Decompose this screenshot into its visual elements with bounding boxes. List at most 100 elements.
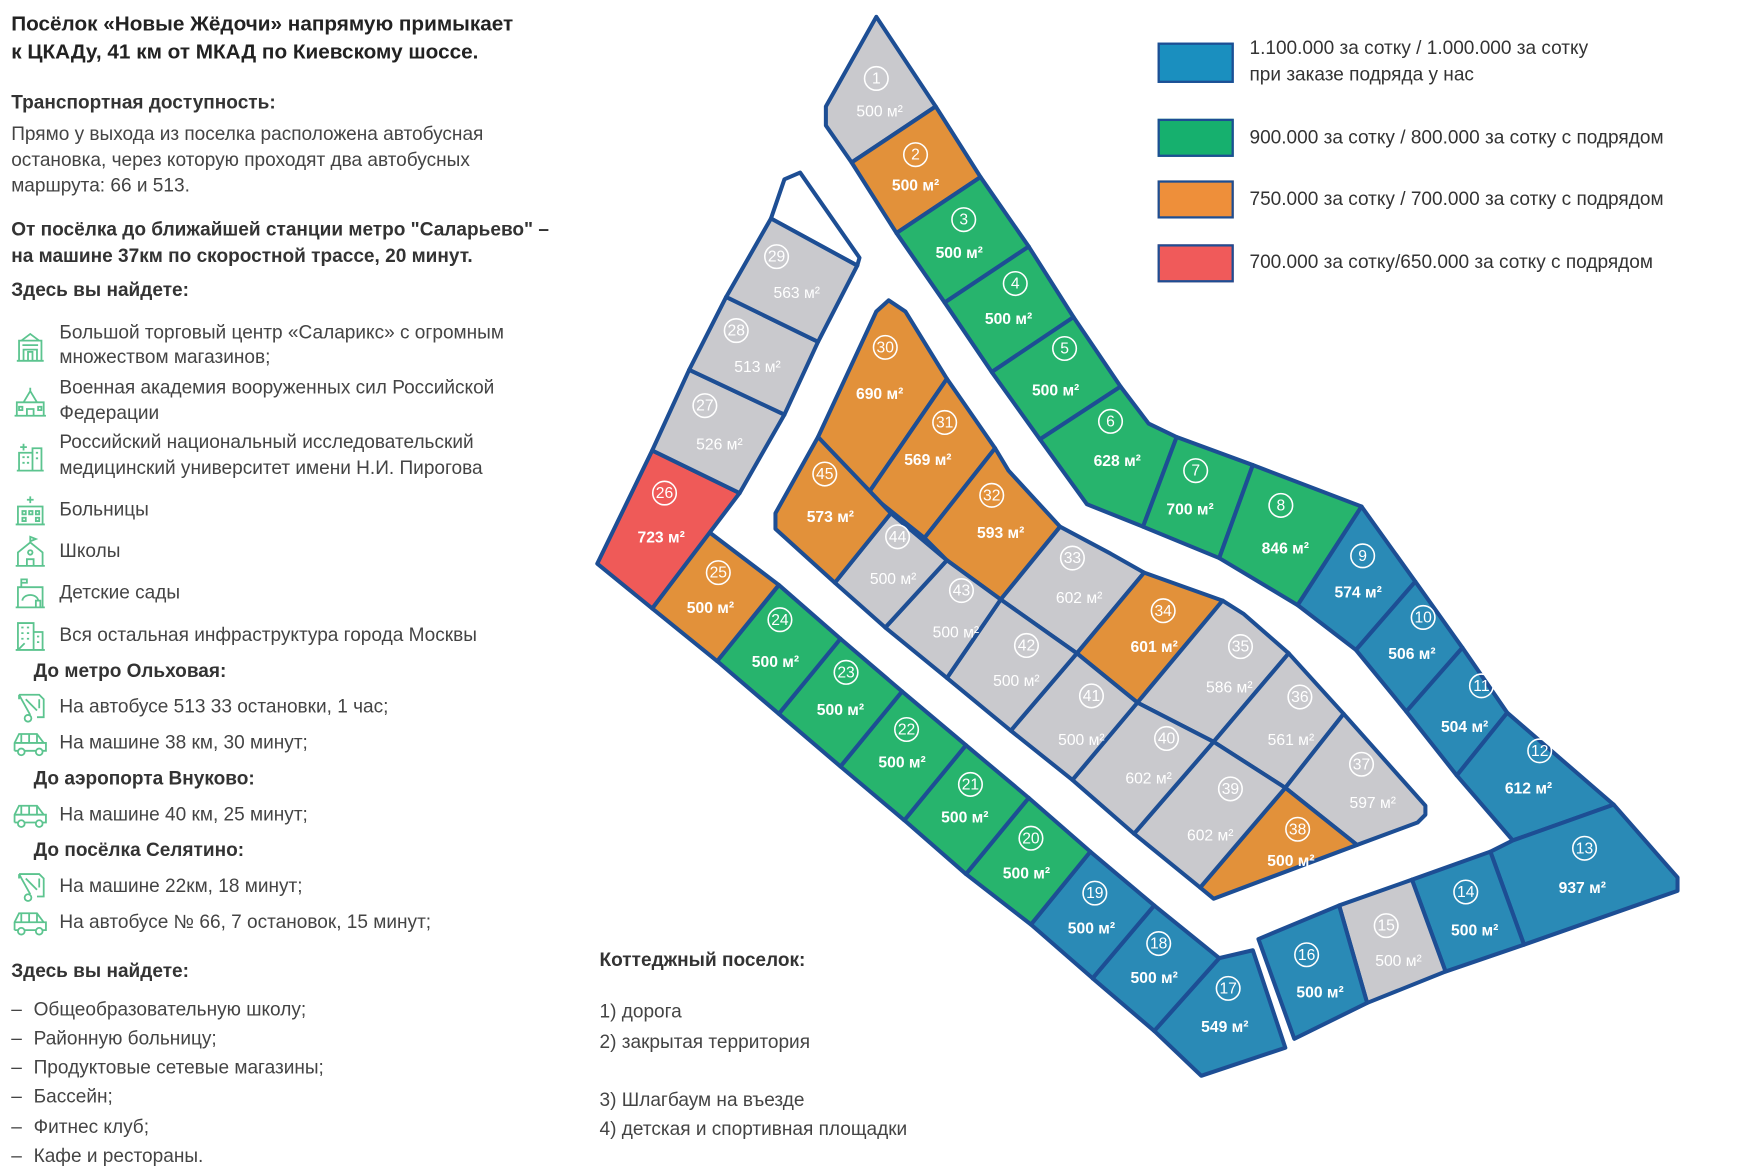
lot-16[interactable]: 16 500 м² xyxy=(1256,903,1370,1041)
route-heading: До аэропорта Внуково: xyxy=(33,767,255,789)
legend-label: 900.000 за сотку / 800.000 за сотку с по… xyxy=(1249,126,1664,148)
lot-number: 14 xyxy=(1457,884,1475,901)
route-item: На автобусе № 66, 7 остановок, 15 минут; xyxy=(59,911,432,933)
transport-text: Прямо у выхода из поселка расположена ав… xyxy=(11,123,484,145)
lot-number-circle xyxy=(767,607,793,633)
cottage-feature: 1) дорога xyxy=(599,1000,682,1022)
lot-area: 500 м² xyxy=(1296,984,1343,1001)
lot-number-circle xyxy=(1294,942,1320,968)
bullet-dash: – xyxy=(11,1027,22,1049)
lot-number: 16 xyxy=(1298,947,1316,964)
lot-area: 573 м² xyxy=(807,509,854,526)
find-here-heading: Здесь вы найдете: xyxy=(11,279,189,301)
lot-number-circle xyxy=(1215,975,1241,1001)
lot-number: 28 xyxy=(728,323,746,340)
lot-number-circle xyxy=(705,560,731,586)
lot-area: 500 м² xyxy=(933,625,979,642)
lot-number-circle xyxy=(833,659,859,685)
lot-number-circle xyxy=(1227,634,1254,660)
lot-number-circle xyxy=(1078,683,1105,709)
lot-number-circle xyxy=(1268,492,1294,518)
bus-icon xyxy=(12,870,48,904)
infrastructure-item: Большой торговый центр «Саларикс» с огро… xyxy=(59,321,504,343)
lot-area: 500 м² xyxy=(1131,970,1178,987)
lot-area: 500 м² xyxy=(870,571,916,588)
bullet-dash: – xyxy=(11,1085,22,1108)
cottage-feature: 3) Шлагбаум на въезде xyxy=(599,1089,805,1111)
metro-info: От посёлка до ближайшей станции метро "С… xyxy=(11,218,549,240)
lot-number: 1 xyxy=(872,71,881,88)
route-item: На машине 38 км, 30 минут; xyxy=(59,731,308,754)
infrastructure-item: Федерации xyxy=(59,402,160,424)
lot-number-circle xyxy=(1059,545,1085,571)
lot-area: 602 м² xyxy=(1187,827,1233,844)
lot-area: 937 м² xyxy=(1559,880,1606,897)
amenity-item: Районную больницу; xyxy=(33,1027,217,1049)
amenity-item: Фитнес клуб; xyxy=(33,1116,150,1138)
lot-area: 504 м² xyxy=(1441,719,1488,736)
lot-number-circle xyxy=(1571,835,1598,861)
mall-icon xyxy=(12,329,48,363)
lot-number-circle xyxy=(1453,879,1479,905)
car-icon xyxy=(12,905,48,939)
lot-area: 690 м² xyxy=(856,386,903,403)
lot-shape[interactable] xyxy=(1256,903,1370,1041)
car-icon xyxy=(12,726,48,760)
hospital-icon xyxy=(12,493,48,527)
infrastructure-item: Школы xyxy=(59,540,121,562)
lot-area: 526 м² xyxy=(696,436,742,453)
legend-swatch-blue xyxy=(1157,42,1234,83)
legend-swatch-orange xyxy=(1157,180,1234,219)
lot-area: 513 м² xyxy=(734,359,781,376)
lot-area: 597 м² xyxy=(1349,795,1396,812)
lot-number: 2 xyxy=(911,147,920,164)
lot-number-circle xyxy=(957,771,983,797)
amenity-item: Бассейн; xyxy=(33,1085,113,1108)
lot-area: 500 м² xyxy=(1003,866,1050,883)
page-title-line-2: к ЦКАДу, 41 км от МКАД по Киевскому шосс… xyxy=(11,39,479,63)
academy-icon xyxy=(12,384,48,418)
lot-area: 628 м² xyxy=(1094,453,1141,470)
lot-number: 38 xyxy=(1289,821,1307,838)
infrastructure-item: Российский национальный исследовательски… xyxy=(59,431,474,453)
lot-number: 39 xyxy=(1222,781,1239,798)
lot-area: 846 м² xyxy=(1262,541,1309,558)
lot-number: 34 xyxy=(1154,603,1172,620)
lot-number: 17 xyxy=(1219,980,1236,997)
lot-number: 23 xyxy=(837,664,855,681)
lot-number-circle xyxy=(1082,880,1108,906)
lot-number-circle xyxy=(863,65,889,91)
lot-number-circle xyxy=(1013,632,1040,659)
lot-number: 15 xyxy=(1377,918,1395,935)
lot-area: 500 м² xyxy=(993,673,1039,690)
amenity-item: Продуктовые сетевые магазины; xyxy=(33,1056,324,1079)
lot-number-circle xyxy=(1097,408,1124,434)
bullet-dash: – xyxy=(11,998,22,1020)
legend-label: 750.000 за сотку / 700.000 за сотку с по… xyxy=(1249,188,1664,210)
lot-shape[interactable] xyxy=(773,435,893,585)
lot-shape[interactable] xyxy=(724,216,860,344)
transport-text: маршрута: 66 и 513. xyxy=(11,174,190,197)
lot-area: 500 м² xyxy=(985,311,1032,328)
lot-number-circle xyxy=(979,482,1005,508)
lot-area: 602 м² xyxy=(1056,590,1103,607)
lot-number-circle xyxy=(1018,825,1044,851)
